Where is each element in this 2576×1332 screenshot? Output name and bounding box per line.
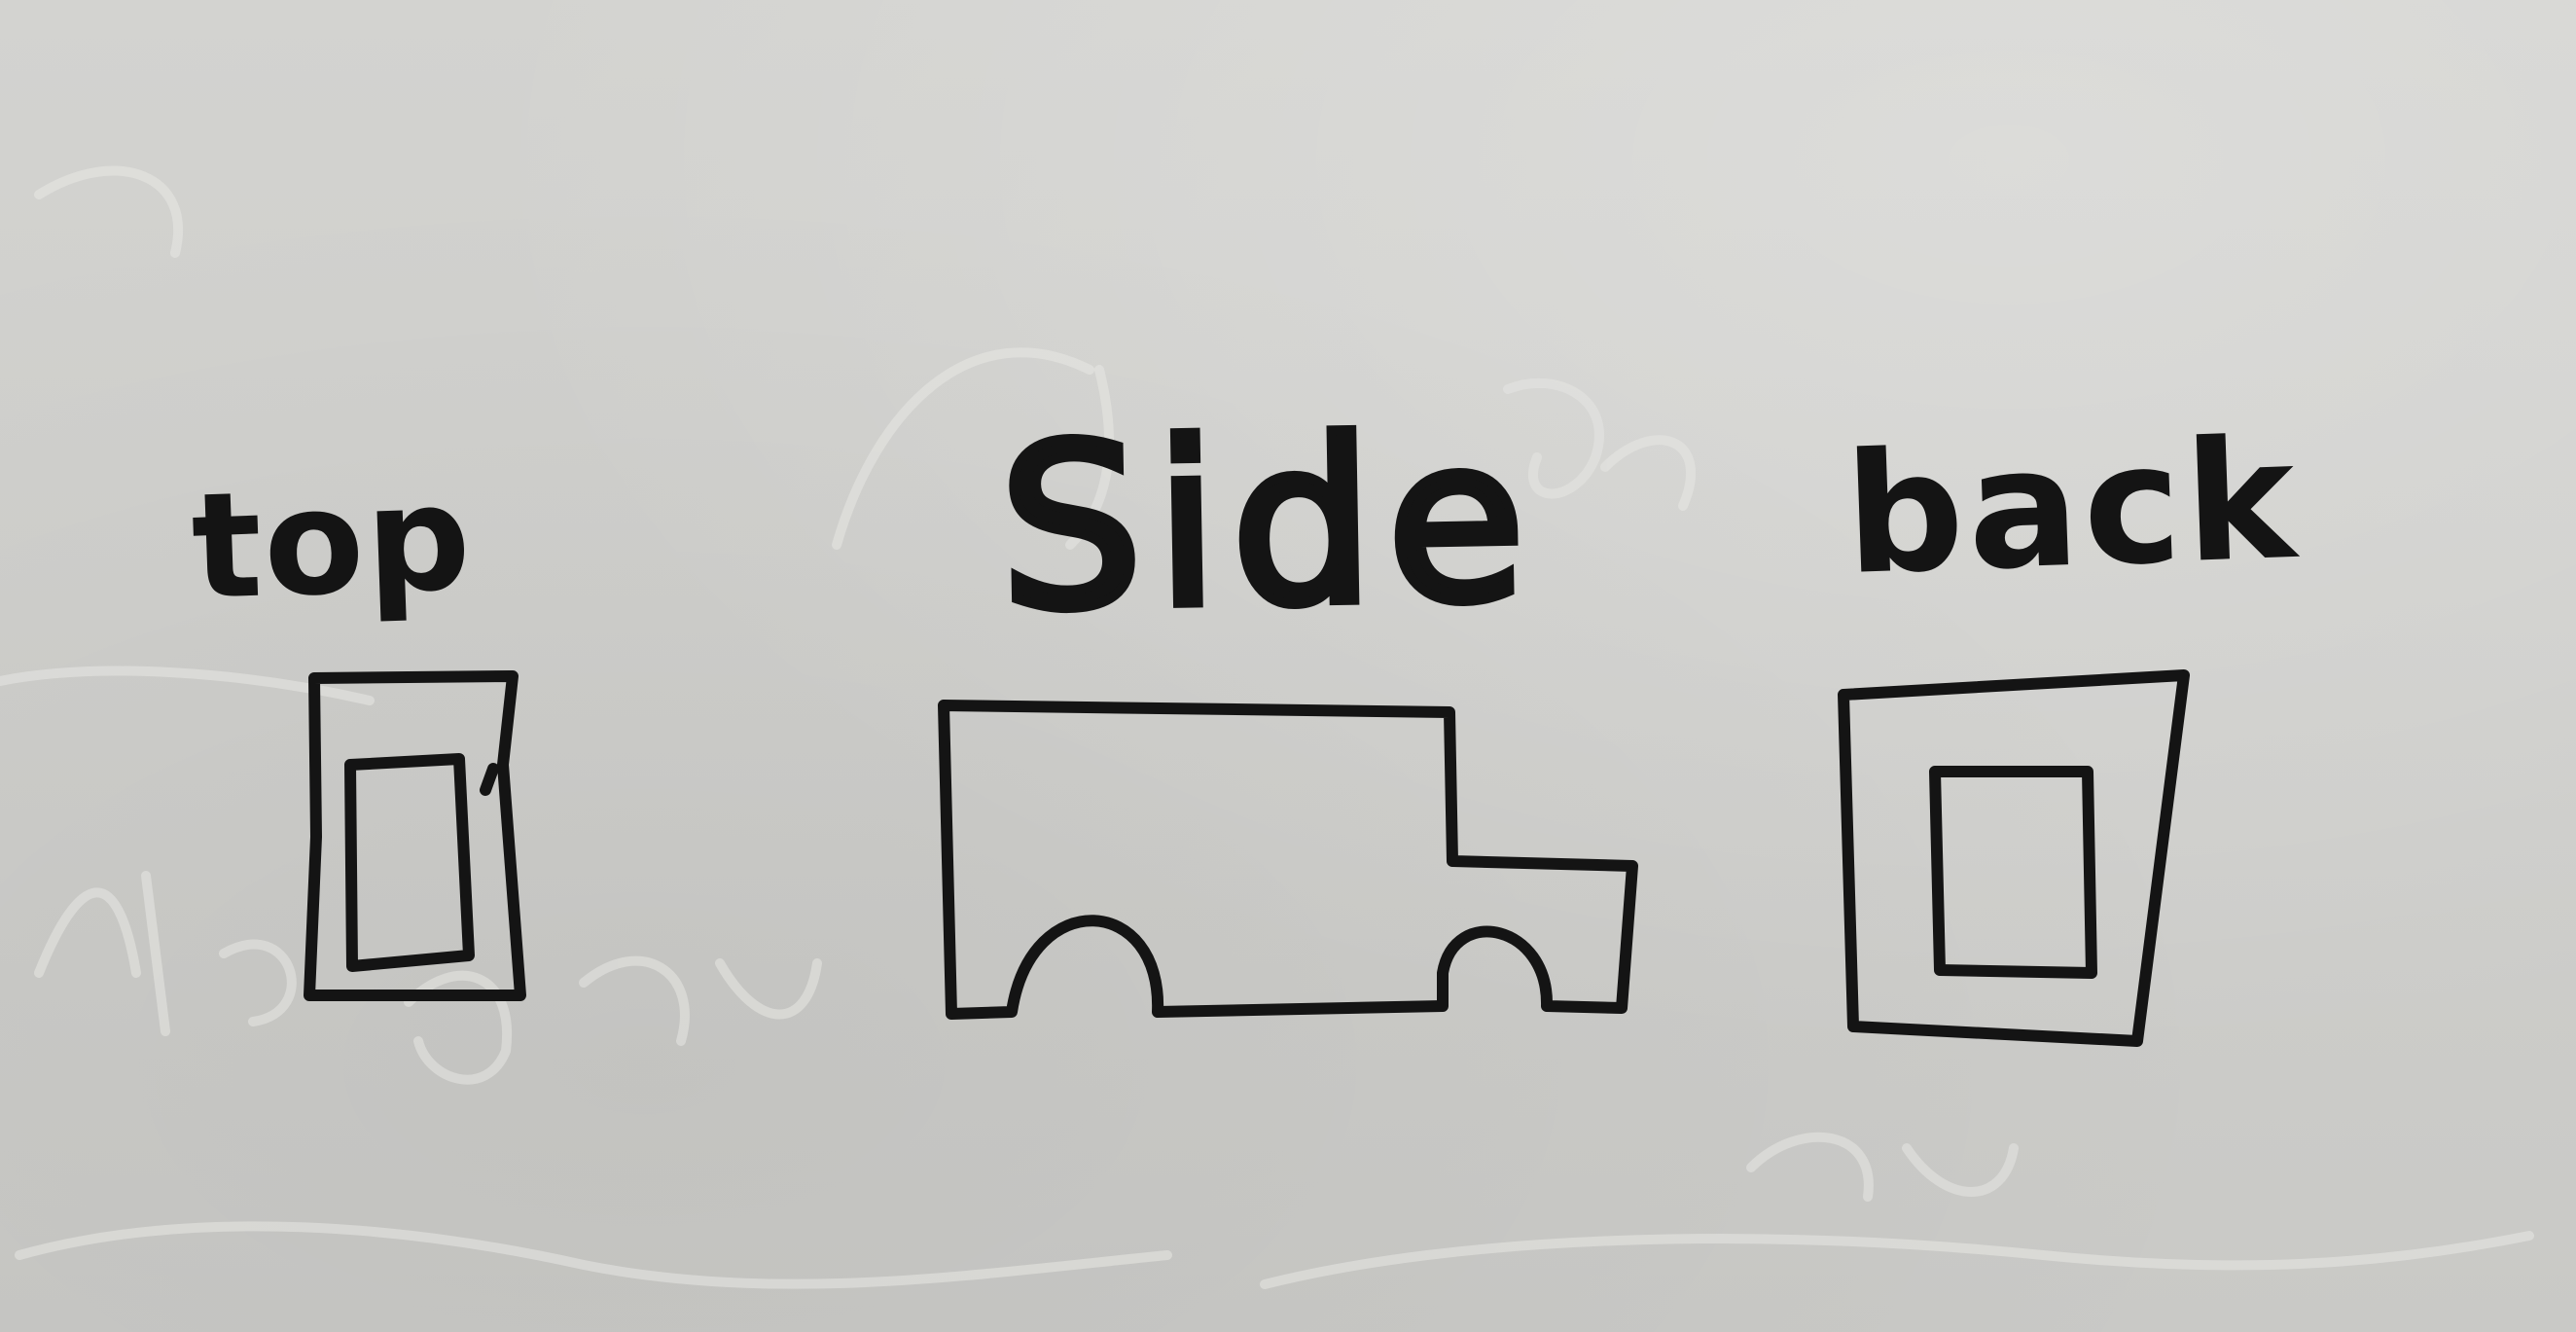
side-view-drawing xyxy=(938,700,1638,1020)
back-view-drawing xyxy=(1838,669,2190,1047)
truck-body xyxy=(938,700,1638,1020)
top-view-drawing xyxy=(304,670,526,1001)
back-view-inner-rect xyxy=(1929,766,2097,979)
label-side-view: Side xyxy=(993,385,1546,665)
label-top-view: top xyxy=(189,453,476,632)
back-view-outer-rect xyxy=(1838,669,2190,1047)
top-view-inner-rect xyxy=(344,753,475,972)
label-back-view: back xyxy=(1842,403,2303,612)
top-view-outer-rect xyxy=(304,670,526,1001)
